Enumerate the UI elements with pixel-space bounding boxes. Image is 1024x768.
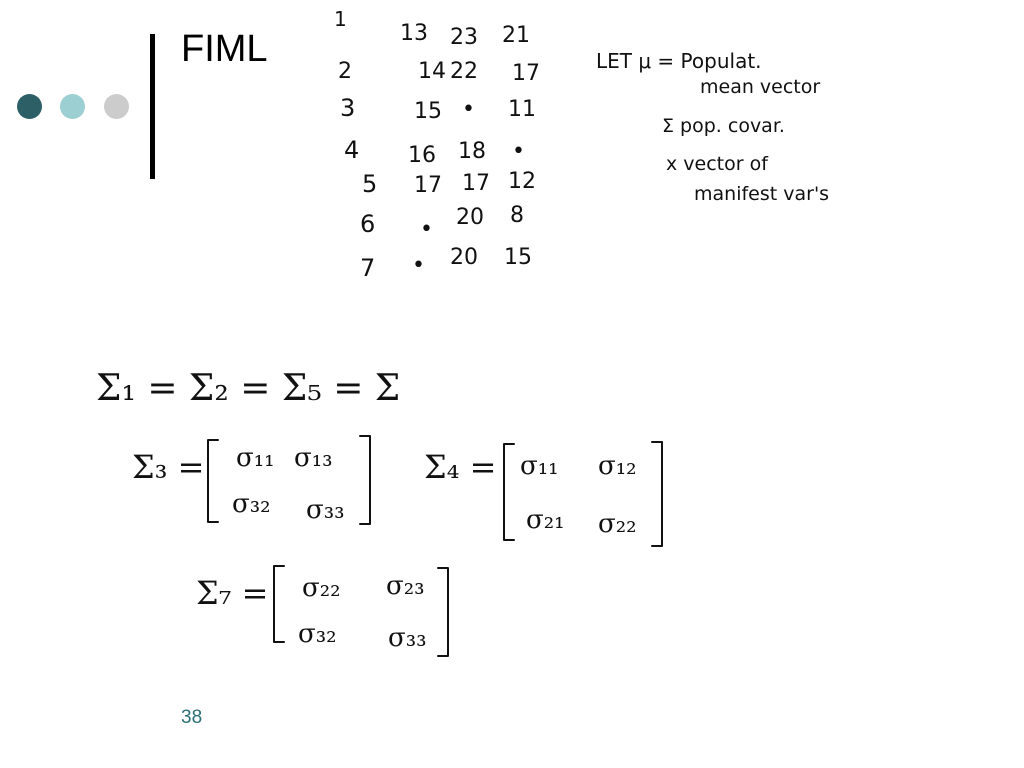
matrix-cell: σ₃₃ [306, 495, 345, 525]
row-id: 5 [362, 170, 377, 198]
matrix-cell: σ₂₂ [598, 509, 637, 539]
cell: 15 [504, 245, 532, 270]
missing-cell: • [412, 253, 425, 278]
table-row: 1 13 23 21 [334, 7, 530, 50]
matrix-cell: σ₁₃ [294, 443, 333, 473]
right-bracket [359, 435, 371, 525]
matrix-cell: σ₃₃ [388, 623, 427, 653]
cell: 17 [512, 61, 540, 86]
cell: 18 [458, 139, 486, 164]
cell: 12 [508, 169, 536, 194]
matrix-label: Σ₃ = [132, 448, 204, 486]
cell: 22 [450, 59, 478, 84]
slide-title: FIML [181, 28, 268, 70]
matrix-sigma4: Σ₄ = σ₁₁ σ₁₂ σ₂₁ σ₂₂ [424, 441, 663, 547]
cell: 20 [456, 205, 484, 230]
decor-dot-gray [104, 94, 129, 119]
table-row: 2 14 22 17 [338, 59, 540, 86]
cell: 17 [462, 171, 490, 196]
missing-cell: • [462, 97, 475, 122]
matrix-label: Σ₇ = [196, 574, 268, 612]
row-id: 4 [344, 136, 359, 164]
matrix-sigma7: Σ₇ = σ₂₂ σ₂₃ σ₃₂ σ₃₃ [196, 565, 449, 657]
cell: 8 [510, 203, 524, 228]
note-line: manifest var's [694, 183, 829, 205]
table-row: 7 • 20 15 [360, 245, 532, 282]
row-id: 1 [334, 7, 347, 31]
row-id: 2 [338, 59, 352, 84]
cell: 23 [450, 25, 478, 50]
title-divider [150, 34, 155, 179]
right-bracket [651, 441, 663, 547]
cell: 16 [408, 143, 436, 168]
note-line: Σ pop. covar. [662, 115, 785, 137]
matrix-cell: σ₁₂ [598, 451, 637, 481]
row-id: 6 [360, 210, 375, 238]
left-bracket [503, 443, 515, 541]
equation-sigma-equal: Σ₁ = Σ₂ = Σ₅ = Σ [96, 368, 400, 409]
table-row: 4 16 18 • [344, 136, 525, 168]
matrix-cell: σ₁₁ [520, 451, 559, 481]
missing-cell: • [512, 139, 525, 164]
table-row: 6 • 20 8 [360, 203, 524, 242]
note-line: LET μ = Populat. [596, 49, 762, 73]
row-id: 3 [340, 94, 355, 122]
cell: 13 [400, 21, 428, 46]
matrix-cell: σ₂₂ [302, 573, 341, 603]
notes: LET μ = Populat. mean vector Σ pop. cova… [596, 49, 829, 205]
matrix-cell: σ₂₁ [526, 505, 565, 535]
matrix-cell: σ₁₁ [236, 443, 275, 473]
cell: 15 [414, 99, 442, 124]
right-bracket [437, 567, 449, 657]
note-line: mean vector [700, 76, 820, 98]
decor-dot-teal [60, 94, 85, 119]
cell: 21 [502, 23, 530, 48]
cell: 20 [450, 245, 478, 270]
left-bracket [273, 565, 285, 643]
left-bracket [207, 439, 219, 523]
matrix-cell: σ₃₂ [232, 489, 271, 519]
cell: 17 [414, 173, 442, 198]
page-number: 38 [181, 707, 203, 728]
cell: 11 [508, 97, 536, 122]
matrix-sigma3: Σ₃ = σ₁₁ σ₁₃ σ₃₂ σ₃₃ [132, 435, 371, 525]
cell: 14 [418, 59, 446, 84]
matrix-cell: σ₃₂ [298, 619, 337, 649]
table-row: 5 17 17 12 [362, 169, 536, 198]
note-line: x vector of [666, 153, 769, 175]
row-id: 7 [360, 254, 375, 282]
matrix-cell: σ₂₃ [386, 571, 425, 601]
missing-cell: • [420, 217, 433, 242]
data-table: 1 13 23 21 2 14 22 17 3 15 • 11 4 16 18 [334, 7, 540, 282]
matrix-label: Σ₄ = [424, 448, 496, 486]
decor-dot-dark [17, 94, 42, 119]
table-row: 3 15 • 11 [340, 94, 536, 124]
